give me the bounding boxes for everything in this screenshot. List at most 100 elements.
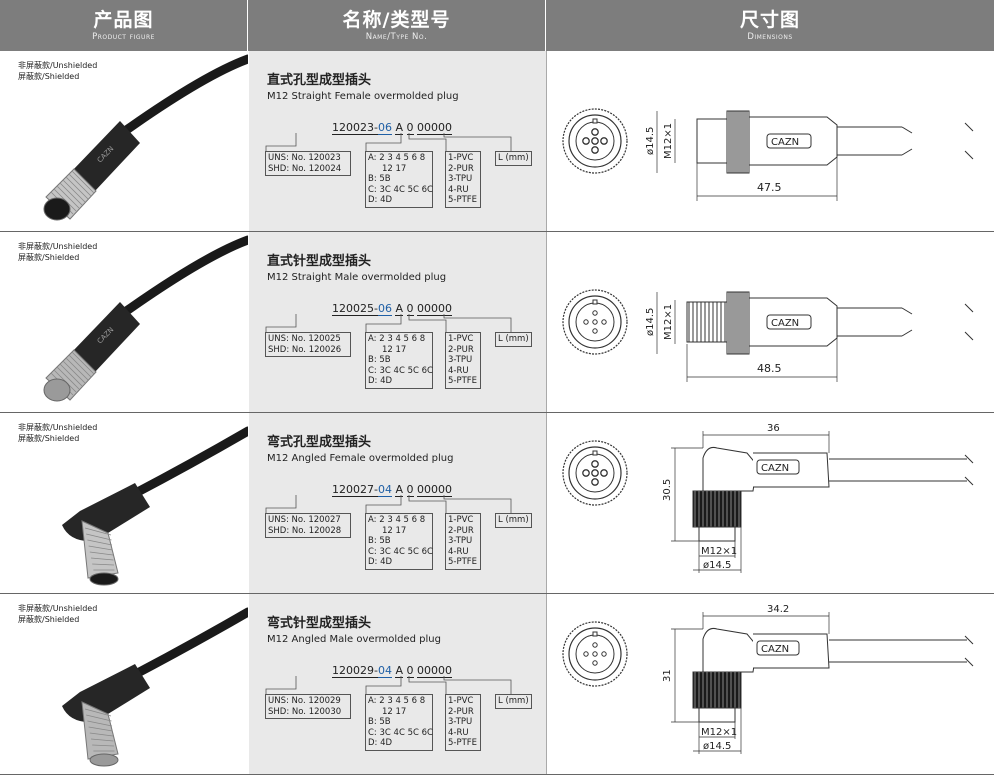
face-outer-knurl: [562, 289, 628, 355]
product-photo: [62, 607, 248, 767]
connector-face-view: [562, 440, 628, 506]
knurl-line: [62, 179, 86, 203]
pin: [592, 310, 598, 316]
option-line: C: 3C 4C 5C 6C: [368, 365, 433, 376]
socket: [582, 469, 590, 477]
face-ring: [568, 114, 622, 168]
break-mark: [964, 454, 974, 486]
nut-front: [696, 118, 728, 164]
knurl-line: [56, 366, 80, 390]
type-code: 120025-06 A 0 00000: [332, 302, 452, 316]
dim-thread: M12×1: [701, 546, 737, 557]
knurl-line: [92, 744, 115, 747]
option-a-box: A: 2 3 4 5 6 8 12 17 B: 5B C: 3C 4C 5C 6…: [365, 151, 433, 208]
socket: [591, 460, 599, 468]
code-tree-lines: [265, 676, 512, 694]
code-prefix: 120025-: [332, 302, 378, 316]
pin: [592, 328, 598, 334]
connector-face: [43, 378, 71, 402]
option-line: A: 2 3 4 5 6 8: [368, 515, 426, 525]
overmold-body: [702, 447, 758, 492]
pin: [592, 319, 598, 325]
socket: [591, 469, 599, 477]
knurl-line: [89, 551, 114, 556]
uns-shd-box: UNS: No. 120025 SHD: No. 120026: [265, 332, 351, 357]
face-outer-knurl: [562, 621, 628, 687]
option-line: D: 4D: [368, 557, 393, 567]
break-mark: [964, 635, 974, 667]
cable-lines: [837, 307, 902, 337]
code-length: 00000: [417, 121, 452, 135]
option-line: C: 3C 4C 5C 6C: [368, 727, 433, 738]
option-line: 2-PUR: [448, 706, 474, 717]
thread-section: [698, 707, 736, 723]
socket: [600, 469, 608, 477]
option-line: 1-PVC: [448, 515, 474, 525]
brand-logo-frame: [766, 314, 812, 330]
code-zero: 0: [406, 121, 414, 135]
option-line: A: 2 3 4 5 6 8: [368, 334, 426, 344]
knurl-line: [65, 357, 89, 381]
connector-face: [89, 753, 119, 767]
shielded-label: 屏蔽款/Shielded: [18, 72, 80, 81]
knurl-line: [92, 563, 115, 566]
uns-shd-box: UNS: No. 120027 SHD: No. 120028: [265, 513, 351, 538]
option-line: 2-PUR: [448, 163, 474, 174]
code-tree-lines: [265, 495, 512, 513]
dim-thread: M12×1: [663, 123, 674, 159]
cable: [113, 235, 248, 322]
knurl-line: [62, 360, 86, 384]
shielded-label: 屏蔽款/Shielded: [18, 253, 80, 262]
knurl-line: [84, 527, 112, 536]
keyway: [592, 118, 598, 124]
header-title-en: Dimensions: [747, 32, 793, 42]
type-code: 120023-06 A 0 00000: [332, 121, 452, 135]
product-row: 非屏蔽款/Unshielded 屏蔽款/Shielded 弯式针型成型插头 M1…: [0, 594, 994, 775]
cable-bend: [901, 126, 913, 156]
option-line: B: 5B: [368, 536, 391, 546]
length-box: L (mm): [495, 513, 532, 528]
code-zero: 0: [406, 483, 414, 497]
header-name-type: 名称/类型号 Name/Type No.: [248, 0, 546, 51]
connector-photo: [62, 607, 248, 767]
pin: [592, 660, 598, 666]
option-line: A: 2 3 4 5 6 8: [368, 153, 426, 163]
knurl-line: [59, 363, 83, 387]
shield-labels: 非屏蔽款/Unshielded 屏蔽款/Shielded: [18, 60, 97, 82]
product-photo: CAZN: [43, 54, 248, 221]
shd-number: SHD: No. 120028: [268, 525, 342, 536]
keyway: [592, 299, 598, 305]
product-name-zh: 弯式针型成型插头: [267, 616, 372, 631]
code-tree-lines: [265, 314, 512, 332]
option-a-box: A: 2 3 4 5 6 8 12 17 B: 5B C: 3C 4C 5C 6…: [365, 332, 433, 389]
connector-face-view: [562, 621, 628, 687]
code-length: 00000: [417, 302, 452, 316]
code-pins: 06: [377, 302, 392, 316]
product-photo: CAZN: [43, 235, 248, 402]
product-figure-cell: 非屏蔽款/Unshielded 屏蔽款/Shielded: [0, 413, 248, 593]
product-name-en: M12 Straight Female overmolded plug: [267, 91, 459, 102]
knurl-line: [71, 351, 95, 375]
knurl-line: [90, 738, 114, 742]
face-ring: [568, 627, 622, 681]
pin: [601, 651, 607, 657]
option-line: 5-PTFE: [448, 557, 478, 567]
code-prefix: 120027-: [332, 483, 378, 497]
code-zero: 0: [406, 302, 414, 316]
socket: [591, 128, 599, 136]
cable-lines: [829, 458, 967, 482]
option-line: D: 4D: [368, 195, 393, 205]
dim-length: 48.5: [757, 362, 782, 375]
product-photo: [62, 426, 248, 586]
shield-labels: 非屏蔽款/Unshielded 屏蔽款/Shielded: [18, 241, 97, 263]
option-line: 1-PVC: [448, 153, 474, 163]
connector-photo: CAZN: [43, 54, 248, 221]
dim-thread: M12×1: [701, 727, 737, 738]
overmold-body: [702, 628, 758, 673]
keyway: [592, 631, 598, 637]
